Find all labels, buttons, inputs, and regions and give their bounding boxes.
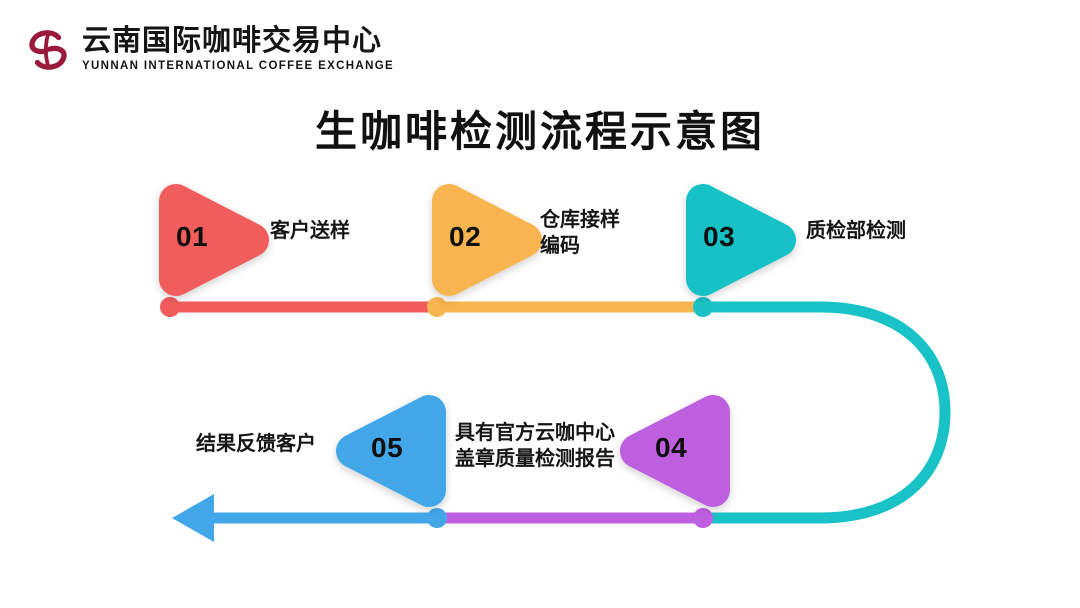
step-marker-02[interactable] bbox=[432, 184, 542, 296]
connector-node-dot-02 bbox=[427, 297, 447, 317]
page-title: 生咖啡检测流程示意图 bbox=[314, 108, 765, 155]
step-number-03: 03 bbox=[703, 221, 736, 252]
step-label-05: 结果反馈客户 bbox=[196, 433, 316, 455]
brand-logo-text: 云南国际咖啡交易中心 YUNNAN INTERNATIONAL COFFEE E… bbox=[82, 27, 394, 73]
step-number-02: 02 bbox=[449, 221, 482, 252]
step-number-04: 04 bbox=[655, 432, 688, 463]
connector-segment-03-teal bbox=[697, 301, 951, 524]
step-marker-05[interactable] bbox=[336, 395, 446, 507]
step-label-04: 具有官方云咖中心 盖章质量检测报告 bbox=[455, 422, 615, 470]
connector-node-dot-05 bbox=[427, 508, 447, 528]
step-marker-01[interactable] bbox=[159, 184, 269, 296]
connector-top-line bbox=[160, 297, 709, 317]
connector-node-dot-03 bbox=[693, 297, 713, 317]
brand-logo: 云南国际咖啡交易中心 YUNNAN INTERNATIONAL COFFEE E… bbox=[24, 26, 394, 74]
step-number-05: 05 bbox=[371, 432, 404, 463]
step-label-02: 仓库接样 编码 bbox=[540, 209, 620, 257]
step-number-01: 01 bbox=[176, 221, 209, 252]
step-label-03: 质检部检测 bbox=[806, 220, 906, 242]
flow-end-arrow-icon bbox=[172, 494, 214, 542]
step-label-01: 客户送样 bbox=[270, 220, 350, 242]
step-marker-03[interactable] bbox=[686, 184, 796, 296]
connector-node-dot-04 bbox=[693, 508, 713, 528]
brand-name-en: YUNNAN INTERNATIONAL COFFEE EXCHANGE bbox=[82, 60, 395, 73]
yunnan-coffee-exchange-logo-mark-icon bbox=[29, 30, 67, 70]
connector-node-dot-01 bbox=[160, 297, 180, 317]
brand-name-cn: 云南国际咖啡交易中心 bbox=[82, 25, 383, 58]
connector-bottom-line bbox=[172, 494, 713, 542]
step-marker-04[interactable] bbox=[620, 395, 730, 507]
